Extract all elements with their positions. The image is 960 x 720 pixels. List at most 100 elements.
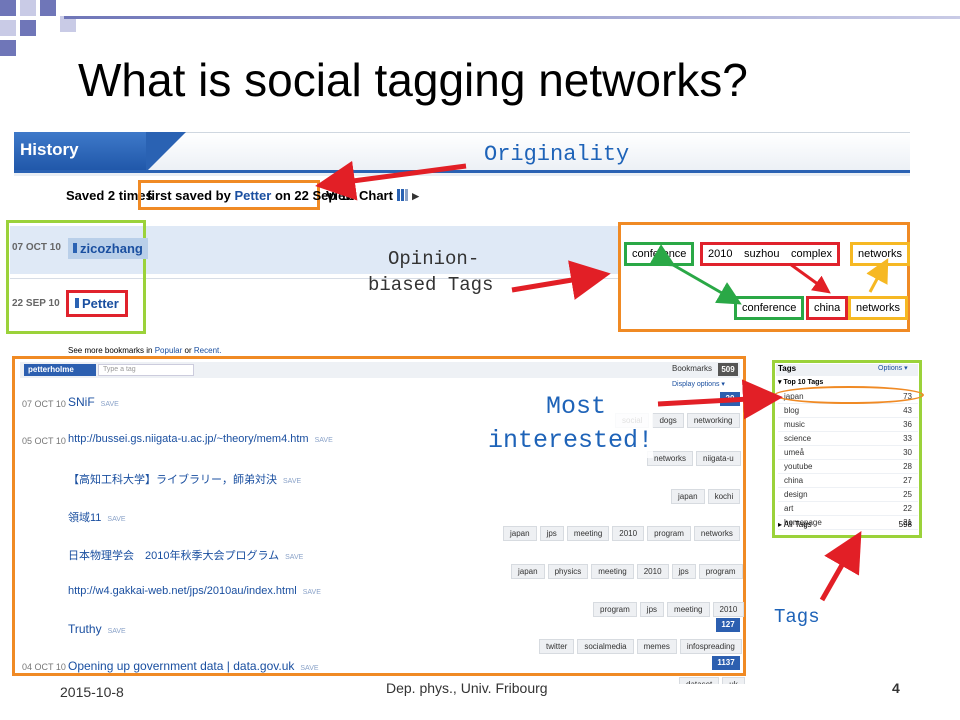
all-tags-count: 598 <box>898 520 912 529</box>
tag-count: 33 <box>903 434 912 443</box>
save-link[interactable]: SAVE <box>285 554 304 561</box>
tag-chip[interactable]: infospreading <box>679 639 742 654</box>
tag-count: 27 <box>903 476 912 485</box>
user-chip[interactable]: petterholme <box>24 364 96 376</box>
tag-chip[interactable]: networks <box>693 526 740 541</box>
all-tags-row[interactable]: ▸ All Tags 598 <box>778 520 918 529</box>
tag-chip[interactable]: japan <box>671 489 705 504</box>
save-link[interactable]: SAVE <box>302 589 321 596</box>
tag-chip[interactable]: meeting <box>591 564 634 579</box>
title-rule <box>64 16 960 19</box>
tag-count: 25 <box>903 490 912 499</box>
tag-search-input[interactable]: Type a tag <box>98 364 194 376</box>
tag-chip[interactable]: meeting <box>566 526 610 541</box>
tag-chip[interactable]: jps <box>539 526 564 541</box>
user-flag-icon <box>73 243 77 253</box>
tag-networks-bottom[interactable]: networks <box>848 296 909 320</box>
tag-chip[interactable]: 2010 <box>612 526 645 541</box>
bookmark-tags: datasetuk <box>676 674 745 684</box>
tags-options-link[interactable]: Options ▾ <box>878 364 908 372</box>
bookmark-title-text: Truthy <box>68 622 102 636</box>
opinion-note-line1: Opinion- <box>388 248 480 270</box>
save-link[interactable]: SAVE <box>300 665 319 672</box>
tag-chip[interactable]: niigata-u <box>696 451 741 466</box>
bookmark-title[interactable]: http://w4.gakkai-web.net/jps/2010au/inde… <box>68 585 321 597</box>
tag-chip[interactable]: jps <box>639 602 665 617</box>
bookmark-count: 1137 <box>712 656 740 670</box>
bar-chart-icon <box>396 189 409 201</box>
tag-chip[interactable]: socialmedia <box>577 639 634 654</box>
arrow-networks-link <box>866 258 889 293</box>
tag-chip[interactable]: program <box>698 564 743 579</box>
footer-date: 2015-10-8 <box>60 684 124 700</box>
tag-chip[interactable]: meeting <box>667 602 710 617</box>
bookmark-title[interactable]: http://bussei.gs.niigata-u.ac.jp/~theory… <box>68 433 333 445</box>
most-interested-note: Most interested! <box>488 390 654 458</box>
tag-count: 21 <box>903 518 912 527</box>
history-user-zicozhang[interactable]: zicozhang <box>68 238 148 259</box>
tag-chip[interactable]: 2010 <box>636 564 669 579</box>
save-link[interactable]: SAVE <box>100 401 119 408</box>
tag-chip[interactable]: uk <box>722 677 745 684</box>
tag-chip[interactable]: japan <box>503 526 537 541</box>
tag-china[interactable]: china <box>806 296 849 320</box>
tag-item[interactable]: homepage 21 <box>778 516 918 530</box>
bookmark-title[interactable]: Opening up government data | data.gov.uk… <box>68 659 319 673</box>
tag-suzhou[interactable]: suzhou <box>744 248 780 260</box>
tag-chip[interactable]: 2010 <box>712 602 745 617</box>
history-date: 07 OCT 10 <box>12 242 61 253</box>
history-user-petter[interactable]: Petter <box>66 290 128 317</box>
tag-chip[interactable]: physics <box>547 564 589 579</box>
tag-name: design <box>784 490 808 499</box>
tag-item[interactable]: design 25 <box>778 488 918 502</box>
bookmarks-count: 509 <box>718 363 738 376</box>
first-saved-user[interactable]: Petter <box>234 188 272 203</box>
tag-complex[interactable]: complex <box>791 248 832 260</box>
tag-name: music <box>784 420 805 429</box>
opinion-note-line2: biased Tags <box>368 274 494 296</box>
page-number: 4 <box>892 680 900 696</box>
save-link[interactable]: SAVE <box>107 516 126 523</box>
arrow-most-interested <box>657 379 783 420</box>
tag-name: homepage <box>784 518 822 527</box>
popular-link[interactable]: Popular <box>154 346 183 355</box>
tag-chip[interactable]: jps <box>671 564 696 579</box>
tag-chip[interactable]: kochi <box>707 489 741 504</box>
save-link[interactable]: SAVE <box>107 628 126 635</box>
tag-name: umeå <box>784 448 805 457</box>
tag-chip[interactable]: program <box>593 602 637 617</box>
bookmark-count: 127 <box>716 618 740 632</box>
save-link[interactable]: SAVE <box>314 437 333 444</box>
play-icon: ▸ <box>412 188 419 203</box>
tag-chip[interactable]: program <box>647 526 691 541</box>
tags-panel-title: Tags <box>778 364 797 373</box>
tag-chip[interactable]: memes <box>636 639 677 654</box>
save-link[interactable]: SAVE <box>283 478 302 485</box>
tag-conference-bottom[interactable]: conference <box>734 296 805 320</box>
tag-chip[interactable]: networking <box>686 413 740 428</box>
tag-chip[interactable]: networks <box>647 451 694 466</box>
tag-chip[interactable]: dataset <box>679 677 720 684</box>
tag-chip[interactable]: twitter <box>539 639 575 654</box>
history-tab[interactable]: History <box>14 132 146 172</box>
tag-name: science <box>784 434 812 443</box>
bookmark-date: 07 OCT 10 <box>22 399 66 409</box>
bookmark-title[interactable]: Truthy SAVE <box>68 622 126 636</box>
recent-link[interactable]: Recent. <box>193 346 222 355</box>
tag-chip[interactable]: japan <box>511 564 545 579</box>
tag-item[interactable]: science 33 <box>778 432 918 446</box>
display-options-link[interactable]: Display options ▾ <box>672 380 725 388</box>
